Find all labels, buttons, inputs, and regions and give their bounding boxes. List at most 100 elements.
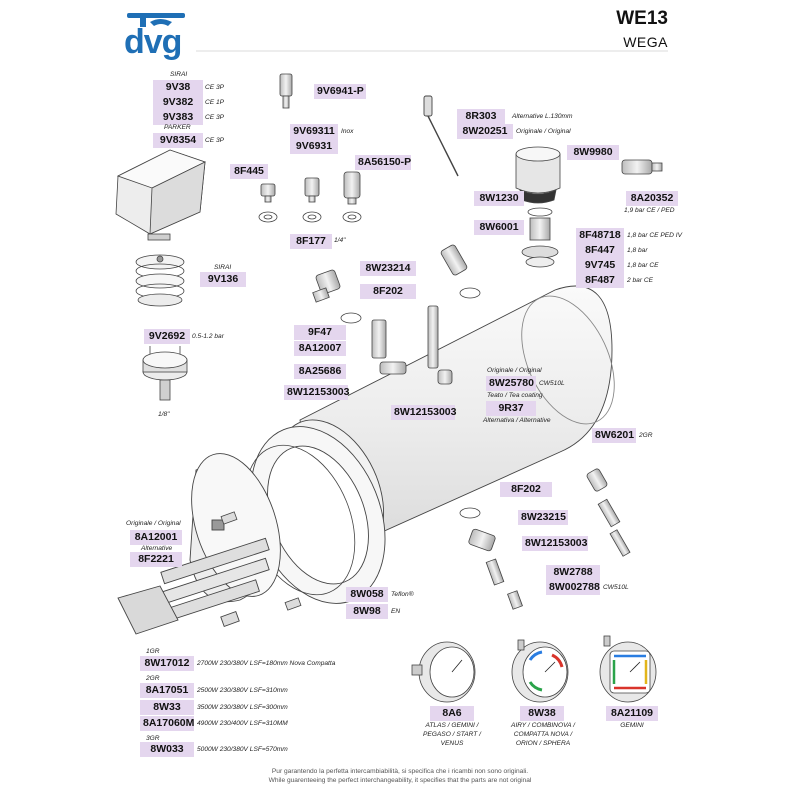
part-code-label: 8W002788 (546, 580, 600, 595)
part-code-label: 8F2221 (130, 552, 182, 567)
gauge-compat-note: VENUS (440, 740, 464, 747)
part-code-label: 9V136 (200, 272, 246, 287)
dvg-logo-icon (127, 13, 185, 27)
solenoid-valve-drawing (515, 146, 561, 268)
part-code-label: 9V383 (153, 110, 203, 125)
part-code-label: 9V2692 (144, 329, 190, 344)
bolts-drawing (220, 511, 302, 611)
part-note: 0.5-1.2 bar (192, 333, 224, 340)
dvg-logo: dvg (124, 23, 182, 61)
footer-line-en: While guarenteeing the perfect interchan… (268, 777, 532, 784)
part-code-label: 8W2788 (546, 565, 600, 580)
part-note: 2GR (639, 432, 653, 439)
part-code-label: 8A25686 (294, 364, 346, 379)
part-code-label: 8W23215 (518, 510, 568, 525)
part-code-label: 8W6201 (592, 428, 636, 443)
gauge-compat-note: ATLAS / GEMINI / (425, 722, 479, 729)
part-code-label: 8W12153003 (522, 536, 588, 551)
gauge-compat-note: PEGASO / START / (422, 731, 481, 738)
pressure-gauge-airy-drawing (511, 639, 569, 703)
part-note: Originale / Original (126, 520, 181, 527)
part-code-label: 8A21109 (606, 706, 658, 721)
brand-name: WEGA (623, 34, 668, 50)
model-code: WE13 (616, 8, 668, 29)
washers-drawing (258, 211, 362, 223)
part-code-label: 8A17051 (140, 683, 194, 698)
small-pressure-switch-drawing (142, 346, 188, 401)
part-note: Inox (341, 128, 354, 135)
part-code-label: 8F202 (360, 284, 416, 299)
part-code-label: 8A12007 (294, 341, 346, 356)
part-note: 2500W 230/380V LSF=310mm (197, 687, 288, 694)
part-note: EN (391, 608, 401, 615)
part-note: Teflon® (391, 591, 414, 598)
part-code-label: 9V8354 (153, 133, 203, 148)
part-code-label: 8W12153003 (391, 405, 456, 420)
part-code-label: 8W25780 (486, 376, 536, 391)
part-note: 4900W 230/400V LSF=310MM (197, 720, 288, 727)
gauge-compat-note: COMPATTA NOVA / (513, 731, 573, 738)
part-code-label: 8W98 (346, 604, 388, 619)
part-code-label: 8F177 (290, 234, 332, 249)
part-code-label: 9V6941-P (314, 84, 366, 99)
part-code-label: 9V745 (576, 258, 624, 273)
diaphragm-kit-drawing (135, 254, 185, 307)
part-code-label: 8A17060M (140, 716, 194, 731)
part-note: CE 3P (205, 114, 225, 121)
safety-valve-drawing (621, 159, 663, 175)
part-note: CW510L (539, 380, 565, 387)
part-note: 3500W 230/380V LSF=300mm (197, 704, 288, 711)
part-code-label: 9V38 (153, 80, 203, 95)
part-code-label: 9V6931 (290, 139, 338, 154)
part-code-label: 9V382 (153, 95, 203, 110)
part-note: Originale / Original (516, 128, 571, 135)
part-code-label: 8A6 (430, 706, 474, 721)
part-note: 1/8" (158, 411, 170, 418)
part-note: Teato / Tea coating (487, 392, 543, 399)
pressure-gauge-atlas-drawing (411, 641, 476, 703)
part-code-label: 9F47 (294, 325, 346, 340)
part-code-label: 8A12001 (130, 530, 182, 545)
part-code-label: 9R37 (486, 401, 536, 416)
part-code-label: 8W1230 (474, 191, 524, 206)
part-note: 2700W 230/380V LSF=180mm Nova Compatta (197, 660, 336, 667)
gauge-compat-note: GEMINI (620, 722, 644, 729)
part-code-label: 8W38 (520, 706, 564, 721)
part-note: Originale / Original (487, 367, 542, 374)
part-code-label: 8A20352 (626, 191, 678, 206)
part-note: CE 3P (205, 84, 225, 91)
pressure-gauge-gemini-drawing (599, 635, 657, 703)
gauge-compat-note: AIRY / COMBINOVA / (511, 722, 575, 729)
part-code-label: 8F48718 (576, 228, 624, 243)
water-fittings-drawing (468, 468, 631, 610)
part-code-label: 8W33 (140, 700, 194, 715)
part-code-label: 9V69311 (290, 124, 338, 139)
part-note: 1,8 bar CE PED IV (627, 232, 682, 239)
part-note: CE 1P (205, 99, 225, 106)
part-code-label: 8W058 (346, 587, 388, 602)
level-probe-drawing (423, 95, 459, 177)
fittings-row-drawing (260, 171, 361, 205)
part-note: SIRAI (214, 264, 232, 271)
part-code-label: 8F447 (576, 243, 624, 258)
gauge-compat-note: ORION / SPHERA (515, 740, 571, 747)
part-note: CE 3P (205, 137, 225, 144)
pressure-switch-drawing (115, 149, 207, 241)
part-code-label: 8W6001 (474, 220, 524, 235)
part-note: 1,9 bar CE / PED (624, 207, 675, 214)
part-note: Alternative L.130mm (512, 113, 573, 120)
part-code-label: 8F487 (576, 273, 624, 288)
part-code-label: 8W17012 (140, 656, 194, 671)
elbow-fittings-drawing (312, 244, 468, 303)
footer-line-it: Pur garantendo la perfetta intercambiabi… (271, 768, 529, 775)
part-note: 1GR (146, 648, 160, 655)
part-code-label: 8R303 (457, 109, 505, 124)
part-code-label: 8F202 (500, 482, 552, 497)
part-code-label: 8W9980 (567, 145, 619, 160)
part-note: 2 bar CE (627, 277, 654, 284)
top-fittings-drawing (371, 305, 453, 385)
part-code-label: 8W20251 (457, 124, 513, 139)
part-note: Alternativa / Alternative (483, 417, 551, 424)
part-note: 3GR (146, 735, 160, 742)
